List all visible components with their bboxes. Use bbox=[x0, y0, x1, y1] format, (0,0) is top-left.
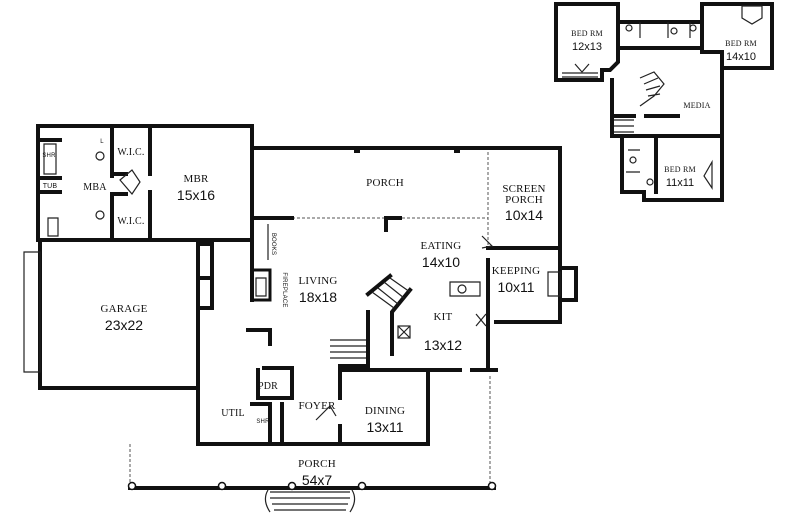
room-name: MBA bbox=[83, 182, 107, 193]
room-dimensions: 10x14 bbox=[504, 207, 544, 223]
room-dining: DINING 13x11 bbox=[364, 402, 406, 435]
room-dimensions: 18x18 bbox=[298, 289, 338, 305]
room-name-line2: PORCH bbox=[505, 194, 543, 206]
fireplace-label: FIREPLACE bbox=[279, 272, 295, 307]
room-media: MEDIA bbox=[683, 96, 710, 112]
room-dimensions: 10x11 bbox=[497, 279, 535, 295]
room-util-shower: SHR bbox=[256, 411, 269, 427]
room-dimensions: 54x7 bbox=[301, 472, 333, 488]
room-name: TUB bbox=[42, 183, 58, 190]
room-name: KEEPING bbox=[491, 265, 541, 277]
room-name: SHR bbox=[42, 153, 56, 159]
room-name: DINING bbox=[364, 405, 406, 417]
room-kitchen: KIT 13x12 bbox=[423, 308, 463, 353]
room-name: MEDIA bbox=[683, 101, 711, 110]
room-shower: SHR bbox=[42, 145, 55, 161]
room-name: PORCH bbox=[366, 177, 404, 189]
room-name: GARAGE bbox=[100, 303, 148, 315]
room-dimensions: 12x13 bbox=[572, 41, 602, 53]
room-name: L bbox=[100, 139, 104, 145]
room-living: LIVING 18x18 bbox=[298, 272, 338, 305]
room-bedroom-12x13: BED RM 12x13 bbox=[571, 24, 603, 53]
room-powder: PDR bbox=[258, 377, 278, 393]
room-foyer: FOYER bbox=[298, 397, 335, 413]
main-floor-walls bbox=[23, 124, 578, 513]
room-name: W.I.C. bbox=[117, 216, 145, 227]
room-dimensions: 11x11 bbox=[665, 177, 695, 189]
room-eating: EATING 14x10 bbox=[420, 237, 462, 270]
room-name: EATING bbox=[420, 240, 462, 252]
room-master-bedroom: MBR 15x16 bbox=[176, 170, 216, 203]
room-name: BED RM bbox=[664, 165, 696, 174]
room-name: SHR bbox=[256, 419, 270, 425]
room-name: BED RM bbox=[725, 39, 757, 48]
room-name: PORCH bbox=[298, 458, 336, 470]
room-tub: TUB bbox=[43, 176, 58, 192]
room-name: BED RM bbox=[571, 29, 603, 38]
room-rear-porch: PORCH bbox=[366, 174, 404, 190]
room-name-line1: SCREEN bbox=[502, 183, 546, 195]
room-front-porch: PORCH 54x7 bbox=[298, 455, 336, 488]
room-name: FOYER bbox=[298, 400, 336, 412]
upper-floor-walls bbox=[554, 2, 774, 202]
room-dimensions: 14x10 bbox=[726, 51, 756, 63]
room-screen-porch: SCREEN PORCH 10x14 bbox=[502, 183, 546, 223]
room-name: UTIL bbox=[221, 408, 245, 419]
room-bedroom-11x11: BED RM 11x11 bbox=[664, 160, 696, 189]
room-dimensions: 15x16 bbox=[176, 187, 216, 203]
room-keeping: KEEPING 10x11 bbox=[491, 262, 541, 295]
room-name: LIVING bbox=[298, 275, 338, 287]
room-wic-2: W.I.C. bbox=[117, 212, 144, 228]
room-name: BOOKS bbox=[270, 232, 276, 256]
room-wic-1: W.I.C. bbox=[117, 143, 144, 159]
room-master-bath: MBA bbox=[83, 178, 106, 194]
room-name: W.I.C. bbox=[117, 147, 145, 158]
room-garage: GARAGE 23x22 bbox=[100, 300, 148, 333]
room-name: MBR bbox=[183, 173, 209, 185]
room-util: UTIL bbox=[221, 404, 245, 420]
room-name: FIREPLACE bbox=[281, 272, 287, 308]
room-dimensions: 13x11 bbox=[366, 419, 404, 435]
room-name: PDR bbox=[257, 381, 279, 392]
books-label: BOOKS bbox=[268, 233, 284, 255]
room-dimensions: 23x22 bbox=[104, 317, 144, 333]
room-bedroom-14x10: BED RM 14x10 bbox=[725, 34, 757, 63]
room-name: KIT bbox=[433, 311, 453, 323]
linen-closet: L bbox=[100, 131, 104, 147]
room-dimensions: 13x12 bbox=[423, 337, 463, 353]
room-dimensions: 14x10 bbox=[421, 254, 461, 270]
